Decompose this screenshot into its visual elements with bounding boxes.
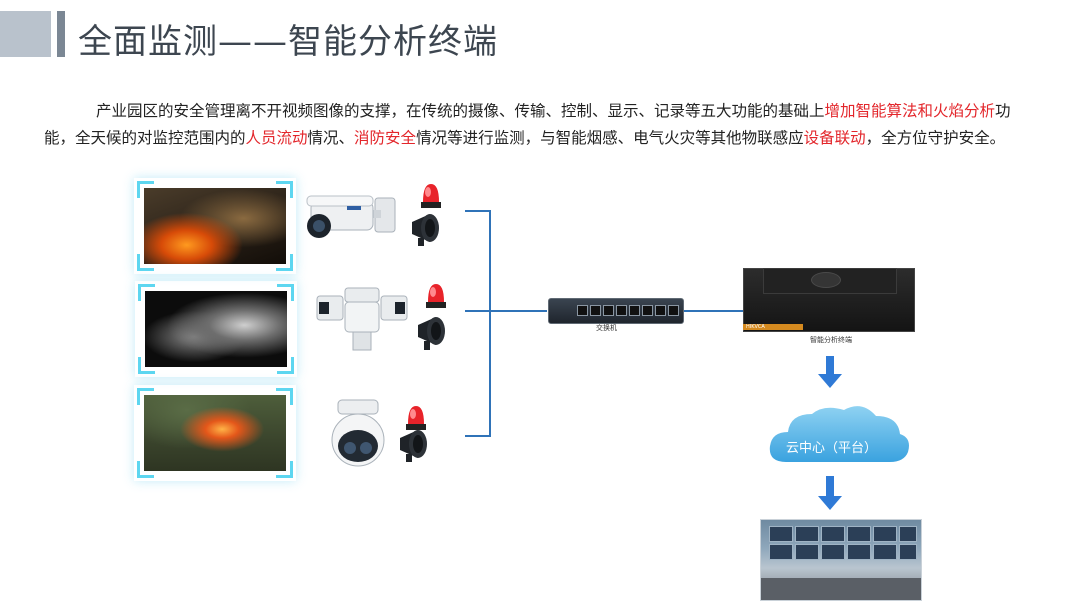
smoke-image xyxy=(145,291,287,367)
title-decoration-bar xyxy=(57,11,65,57)
monitoring-center-image xyxy=(760,519,922,601)
speaker-icon xyxy=(400,430,427,462)
network-switch xyxy=(548,298,684,324)
title-decoration-block xyxy=(0,11,51,57)
dome-camera-icon xyxy=(331,399,385,467)
intro-text: 功能，全天候的对监控范围内的 xyxy=(44,102,1011,147)
down-arrow-icon xyxy=(826,356,834,376)
highlight-text: 设备联动 xyxy=(803,129,866,147)
switch-label: 交换机 xyxy=(596,324,617,332)
intro-paragraph: 产业园区的安全管理离不开视频图像的支撑，在传统的摄像、传输、控制、显示、记录等五… xyxy=(44,98,1036,152)
connector-line xyxy=(489,310,547,312)
cloud-icon xyxy=(769,406,909,462)
bullet-camera-icon xyxy=(306,195,396,238)
highlight-text: 人员流动 xyxy=(245,129,308,147)
terminal-label: 智能分析终端 xyxy=(810,336,852,344)
connector-line xyxy=(465,435,491,437)
connector-line xyxy=(683,310,743,312)
connector-line xyxy=(465,310,491,312)
event-image-forest-fire xyxy=(137,388,293,478)
alarm-light-icon xyxy=(406,406,426,430)
speaker-icon xyxy=(418,317,445,350)
speaker-icon xyxy=(412,214,439,246)
ptz-thermal-camera-icon xyxy=(316,287,408,351)
connector-line xyxy=(465,210,491,212)
intro-text: 情况等进行监测，与智能烟感、电气火灾等其他物联感应 xyxy=(416,129,804,147)
alarm-light-icon xyxy=(426,284,446,308)
intro-text: 产业园区的安全管理离不开视频图像的支撑，在传统的摄像、传输、控制、显示、记录等五… xyxy=(96,102,825,120)
page-title: 全面监测——智能分析终端 xyxy=(78,22,498,62)
terminal-brand-stripe xyxy=(743,324,803,330)
cloud-label: 云中心（平台） xyxy=(786,441,878,456)
intro-text: ，全方位守护安全。 xyxy=(865,129,1006,147)
fan-icon xyxy=(811,272,841,288)
down-arrow-icon xyxy=(818,374,842,388)
connector-line xyxy=(489,210,491,437)
fire-scene-image xyxy=(144,188,286,264)
event-image-smoke xyxy=(138,284,294,374)
event-image-fire xyxy=(137,181,293,271)
down-arrow-icon xyxy=(826,476,834,498)
alarm-light-icon xyxy=(421,184,441,208)
forest-fire-image xyxy=(144,395,286,471)
intro-text: 情况、 xyxy=(307,129,355,147)
down-arrow-icon xyxy=(818,496,842,510)
terminal-brand: HIKVCA xyxy=(746,324,765,330)
highlight-text: 增加智能算法和火焰分析 xyxy=(824,102,996,120)
highlight-text: 消防安全 xyxy=(354,129,417,147)
